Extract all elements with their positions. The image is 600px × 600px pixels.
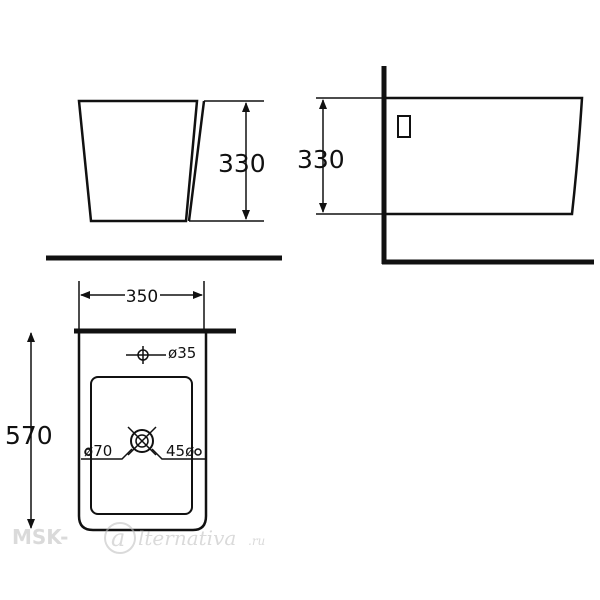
drain-inner-circle <box>135 434 149 448</box>
top-inner-basin <box>90 376 193 515</box>
drain-cross-2 <box>127 426 157 456</box>
front-view <box>46 99 282 261</box>
side-hole-right <box>194 448 202 456</box>
watermark-domain: .ru <box>248 534 265 548</box>
watermark-prefix: MSK- <box>12 525 68 549</box>
side-hole-label: 45ø <box>166 442 194 460</box>
top-view <box>27 281 236 532</box>
tap-hole-circle <box>137 349 149 361</box>
drain-leader-right <box>151 448 206 460</box>
front-bowl-outline <box>77 99 199 223</box>
side-height-label: 330 <box>297 145 345 174</box>
drain-hole-diameter-symbol: ø <box>84 442 93 460</box>
side-hole-diameter-symbol: ø <box>185 442 194 460</box>
tap-hole-diameter-symbol: ø <box>168 344 177 362</box>
top-bowl-outline <box>77 331 208 532</box>
watermark-letter: a <box>111 524 125 552</box>
drain-hole-label: ø70 <box>84 442 112 460</box>
top-width-label: 350 <box>126 287 158 307</box>
front-bowl-inner-line <box>187 100 206 222</box>
side-bowl-outline <box>384 96 584 216</box>
side-hole-value: 45 <box>166 442 185 460</box>
side-view <box>316 66 594 265</box>
side-hole-left <box>84 448 92 456</box>
watermark-circle <box>104 522 136 554</box>
tap-hole-label: ø35 <box>168 344 196 362</box>
side-inlet-rect <box>397 115 411 138</box>
front-height-label: 330 <box>218 149 266 178</box>
top-length-label: 570 <box>5 421 53 450</box>
drain-outer-circle <box>130 429 154 453</box>
watermark: MSK- a lternativa .ru <box>12 522 265 554</box>
drain-hole-value: 70 <box>93 442 112 460</box>
watermark-suffix: lternativa <box>138 526 236 550</box>
tap-hole-value: 35 <box>177 344 196 362</box>
drain-leader-left <box>81 448 133 460</box>
